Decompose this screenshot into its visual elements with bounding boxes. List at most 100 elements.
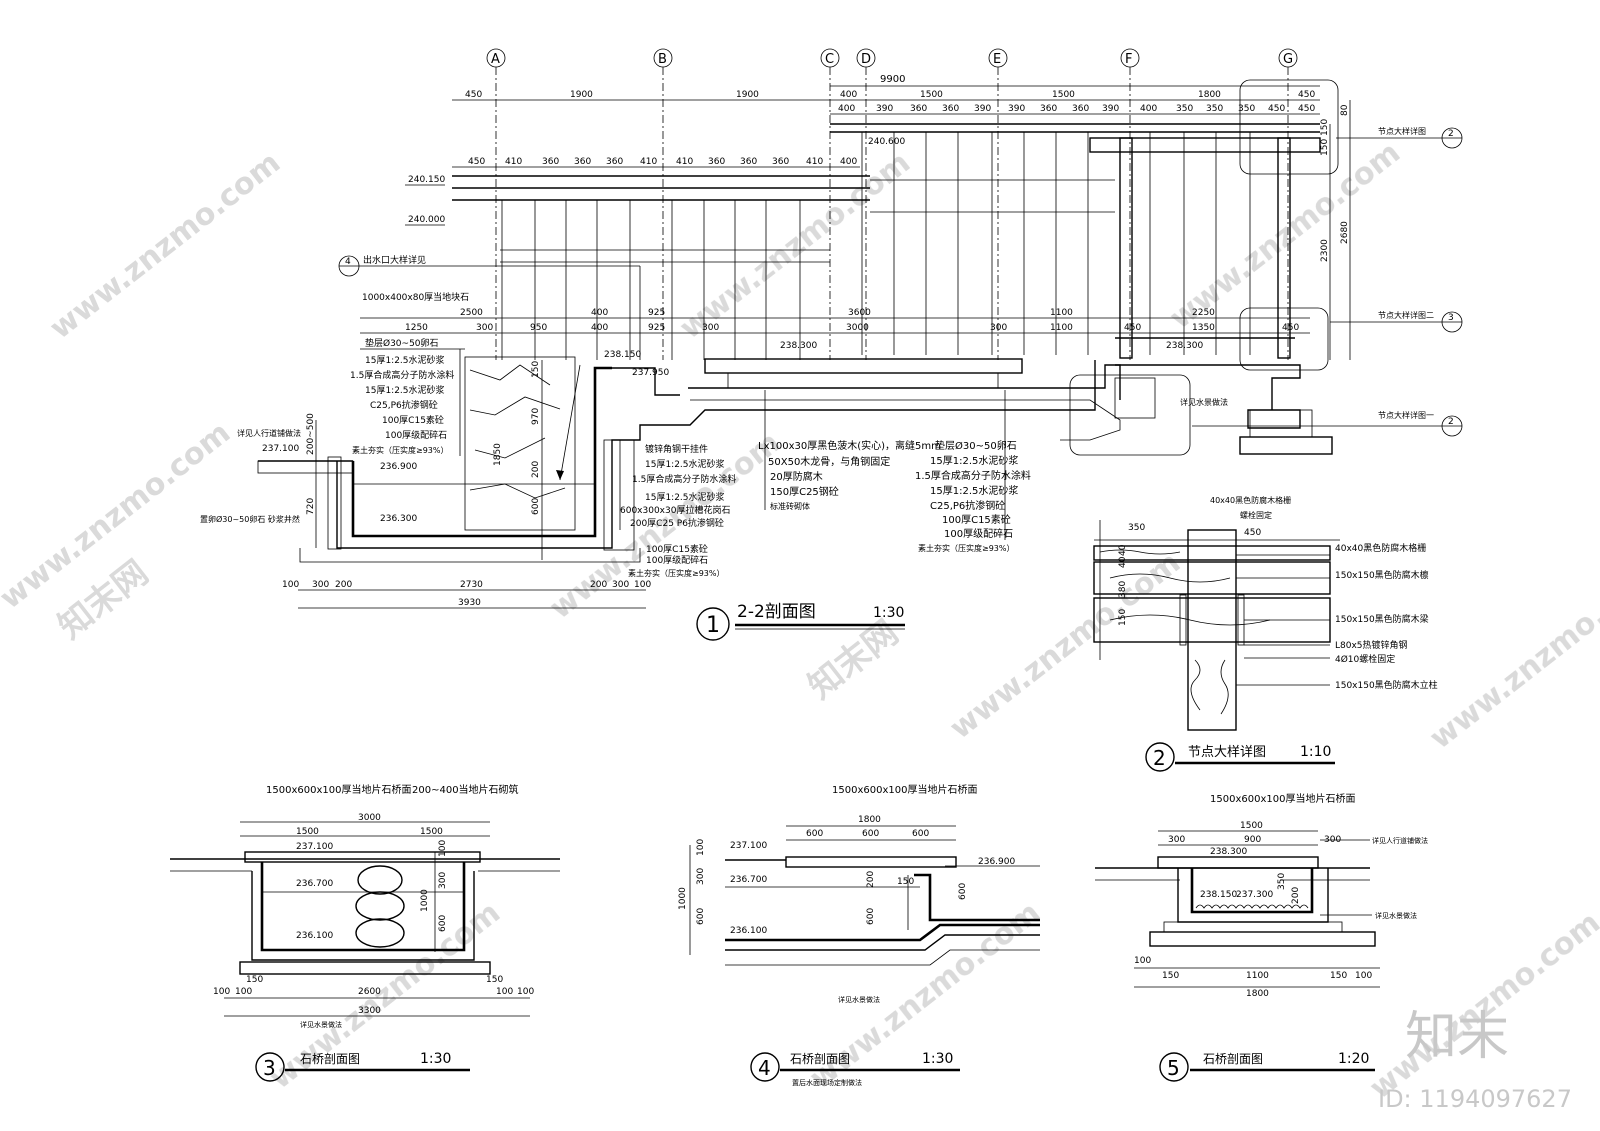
note: 100厚C15素砼	[646, 543, 708, 555]
elevation-mark: 236.900	[978, 857, 1015, 867]
elevation-mark: 236.900	[380, 462, 417, 472]
elevation-mark: 237.100	[730, 841, 767, 851]
node-references: 节点大样详图 2 节点大样详图二 3 节点大样详图一 2	[1192, 126, 1463, 437]
axis-label: A	[491, 52, 500, 67]
note: 垫层Ø30~50卵石	[365, 337, 439, 349]
dim-total: 9900	[880, 74, 905, 85]
dim: 450	[1268, 104, 1285, 114]
dim: 300	[1168, 835, 1185, 845]
dim: 150	[486, 975, 503, 985]
title: 石桥剖面图	[790, 1052, 850, 1066]
note: 1500x600x100厚当地片石桥面	[1210, 792, 1355, 805]
note: 15厚1:2.5水泥砂浆	[645, 458, 725, 470]
dim: 400	[840, 90, 857, 100]
dim: 40	[1118, 556, 1128, 568]
title: 石桥剖面图	[1203, 1052, 1263, 1066]
dim: 925	[648, 308, 665, 318]
dim: 360	[574, 157, 591, 167]
dim: 600	[862, 829, 879, 839]
note: 节点大样详图二	[1378, 310, 1434, 320]
pond-section-body	[257, 356, 1333, 563]
dim: 390	[876, 104, 893, 114]
section-title: 1 2-2剖面图 1:30	[696, 602, 905, 641]
note: 100厚C15素砼	[382, 414, 444, 426]
note: 100厚级配碎石	[944, 527, 1013, 540]
note: Lx100x30厚黑色菠木(实心)，离缝5mm	[758, 439, 941, 452]
note: 100厚C15素砼	[942, 513, 1011, 526]
dim: 150	[1162, 971, 1179, 981]
dim: 720	[306, 498, 316, 515]
dim-total: 1800	[1246, 989, 1269, 999]
note: 镀锌角钢干挂件	[645, 443, 708, 455]
dim: 1800	[1198, 90, 1221, 100]
dim: 450	[468, 157, 485, 167]
dim: 150	[531, 361, 541, 378]
note: 详见人行道铺做法	[237, 428, 301, 438]
dim: 300	[702, 323, 719, 333]
note: 1500x600x100厚当地片石桥面	[266, 783, 411, 796]
watermark-text: www.znzmo.com	[943, 545, 1187, 746]
title-number: 1	[706, 613, 720, 638]
elevation-mark: 236.700	[296, 879, 333, 889]
dim-total: 3930	[458, 598, 481, 608]
dim: 2730	[460, 580, 483, 590]
elevation-mark: 240.600	[868, 137, 905, 147]
dim: 200	[335, 580, 352, 590]
callout-number: 2	[1448, 129, 1454, 139]
note: L80x5热镀锌角钢	[1335, 639, 1408, 651]
dim: 390	[974, 104, 991, 114]
note: 详见水景做法	[1375, 911, 1417, 920]
dim: 1850	[493, 443, 503, 466]
dim: 600	[866, 908, 876, 925]
dim: 2680	[1340, 221, 1350, 244]
dim: 350	[1128, 523, 1145, 533]
elevation-mark: 237.300	[1236, 890, 1273, 900]
dim: 300	[612, 580, 629, 590]
dim: 100	[517, 987, 534, 997]
watermark-text: www.znzmo.com	[1163, 135, 1407, 336]
dim: 3000	[358, 813, 381, 823]
bottom-dimensions: 100 300 200 2730 200 300 100 3930	[282, 580, 651, 609]
note: 200厚C25 P6抗渗钢砼	[630, 517, 724, 529]
dim: 410	[806, 157, 823, 167]
dim: 360	[740, 157, 757, 167]
dim: 400	[591, 308, 608, 318]
note: 40x40黑色防腐木格栅	[1335, 542, 1426, 554]
title: 石桥剖面图	[300, 1052, 360, 1066]
watermark-text: www.znzmo.com	[1423, 555, 1600, 756]
dim: 450	[1298, 104, 1315, 114]
elevation-mark: 238.300	[1166, 341, 1203, 351]
note: 15厚1:2.5水泥砂浆	[645, 491, 725, 503]
dim: 360	[1040, 104, 1057, 114]
note: 1.5厚合成高分子防水涂料	[632, 473, 736, 485]
stone-bridge-section-3: 1500x600x100厚当地片石桥面 200~400当地片石砌筑 3000 1…	[170, 783, 560, 1082]
dim: 150	[1330, 971, 1347, 981]
elevation-mark: 238.300	[780, 341, 817, 351]
dim: 3000	[846, 323, 869, 333]
dim: 350	[1176, 104, 1193, 114]
dim: 100	[1134, 956, 1151, 966]
note: 150x150黑色防腐木檩	[1335, 569, 1429, 581]
axis-label: E	[993, 52, 1001, 67]
note: 素土夯实（压实度≥93%）	[918, 543, 1014, 553]
dim: 300	[696, 868, 706, 885]
dim: 1350	[1192, 323, 1215, 333]
note: 节点大样详图	[1378, 126, 1426, 136]
note: 150厚C25钢砼	[770, 485, 839, 498]
dim: 150	[1118, 609, 1128, 626]
note: 100厚级配碎石	[646, 554, 708, 566]
note: 200~400当地片石砌筑	[412, 783, 519, 796]
dim: 360	[606, 157, 623, 167]
dim: 450	[465, 90, 482, 100]
image-id: ID: 1194097627	[1378, 1085, 1572, 1113]
dim: 360	[942, 104, 959, 114]
note: 15厚1:2.5水泥砂浆	[930, 484, 1018, 497]
callout-outlet-detail: 4 出水口大样详见 1000x400x80厚当地块石	[338, 254, 641, 360]
dim: 450	[1282, 323, 1299, 333]
dim: 100	[235, 987, 252, 997]
dim: 300	[438, 872, 448, 889]
title: 节点大样详图	[1188, 745, 1266, 760]
dim: 200	[866, 871, 876, 888]
dim: 600	[912, 829, 929, 839]
